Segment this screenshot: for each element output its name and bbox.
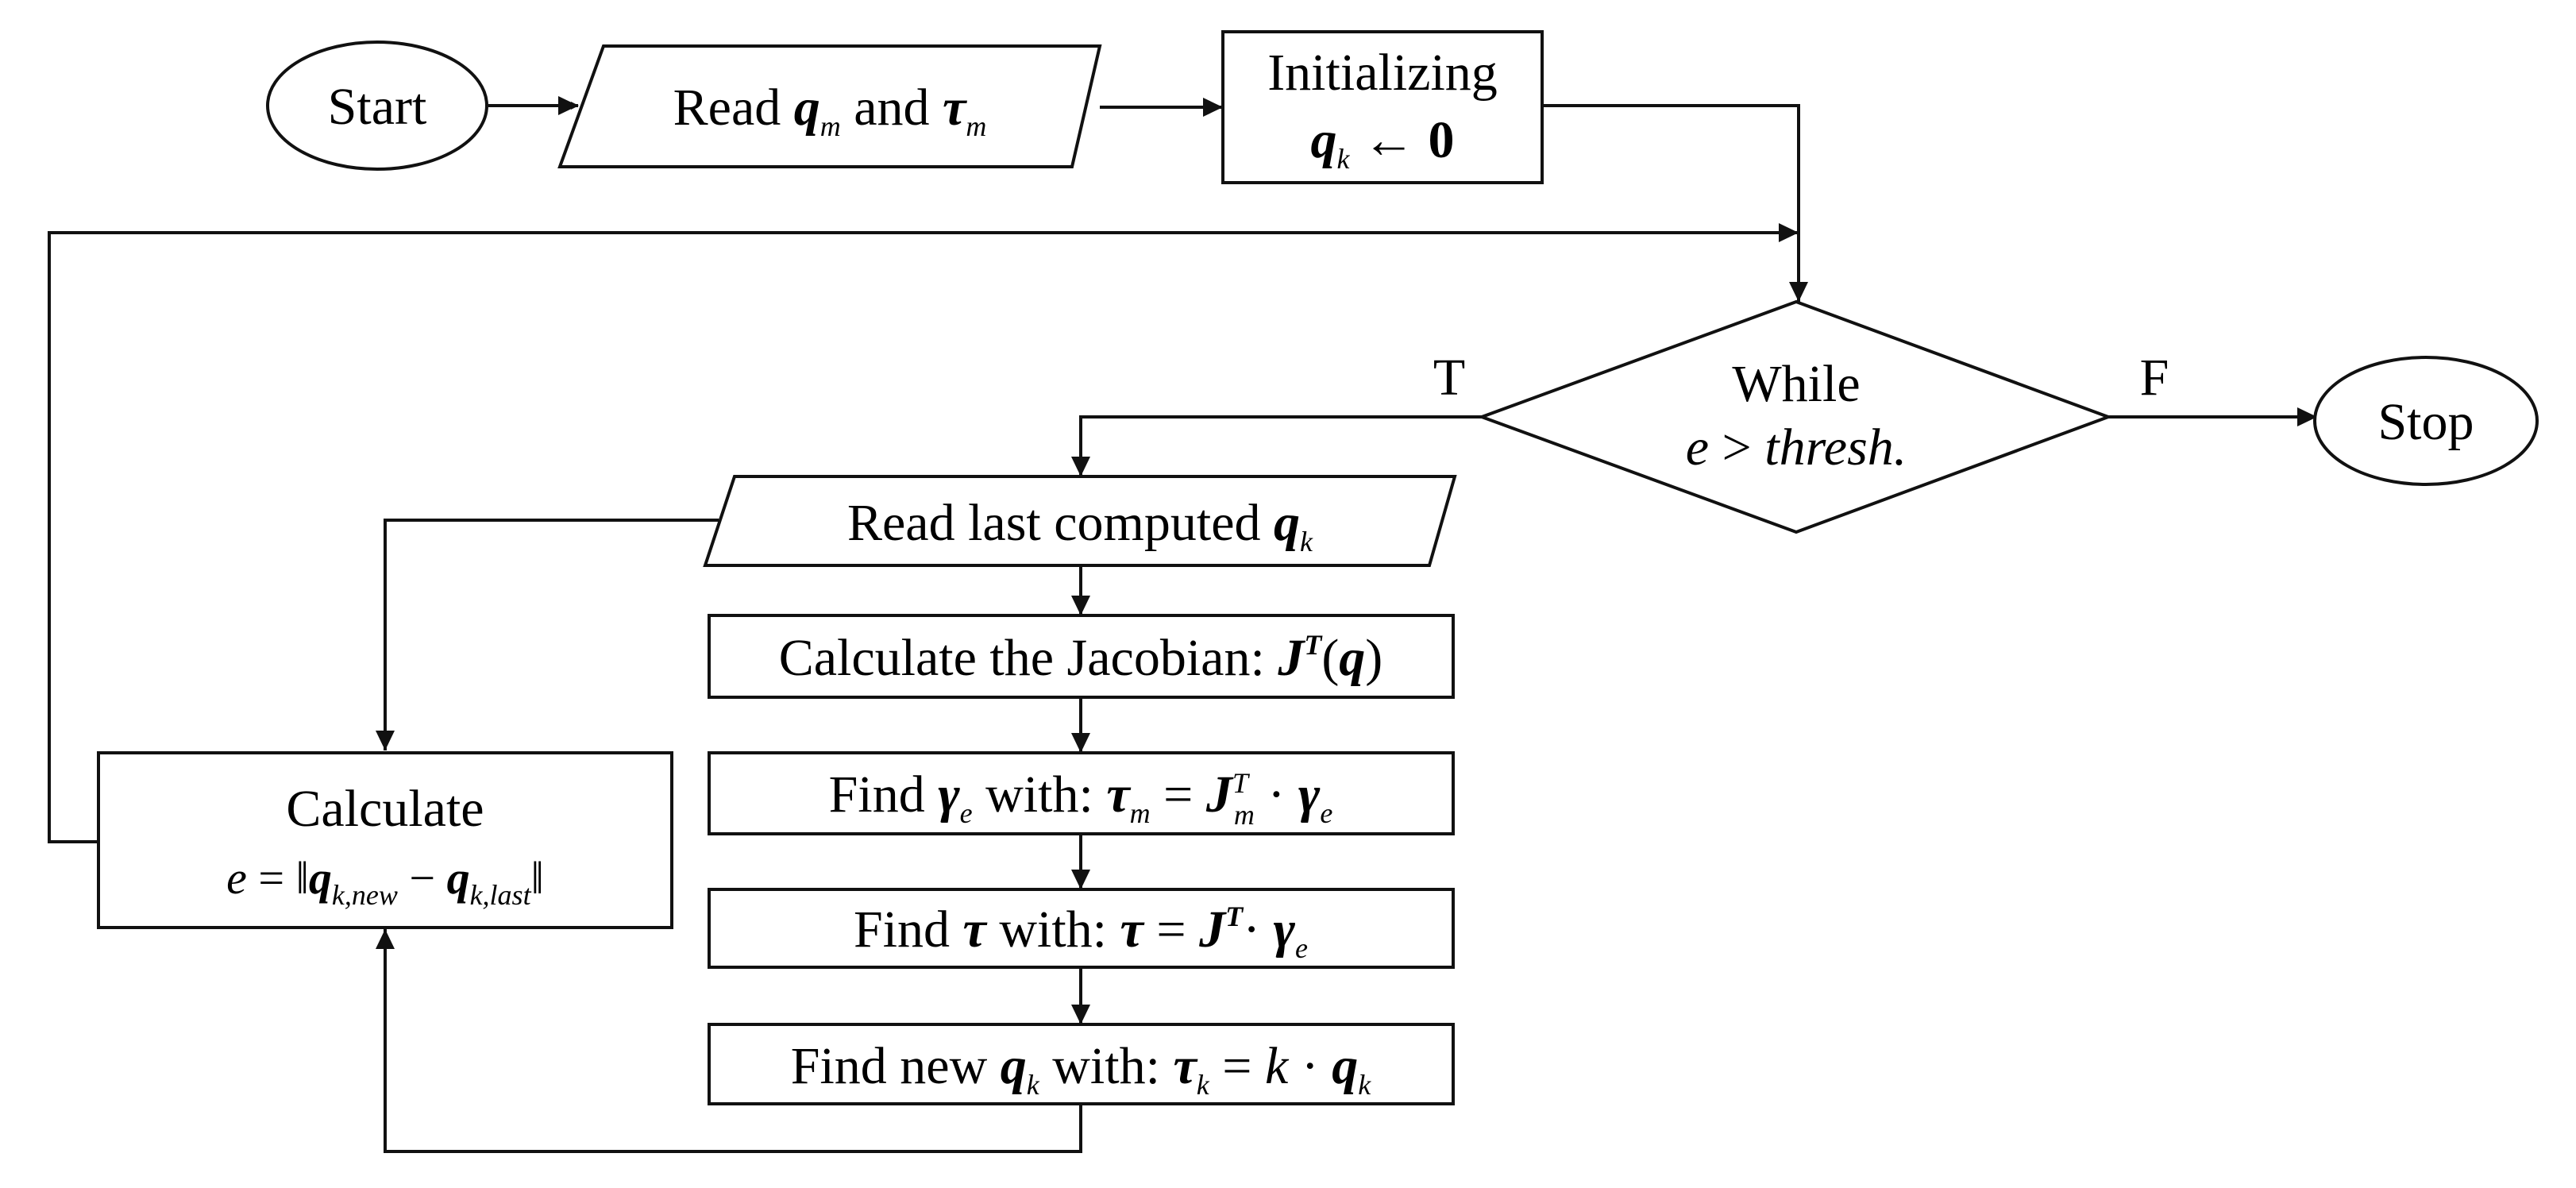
find-tau-node: Find τ with: τ = JT· γe: [708, 888, 1455, 969]
arrowhead-gamma: [1071, 733, 1090, 753]
true-branch-label: T: [1433, 349, 1465, 407]
stop-label: Stop: [2377, 393, 2474, 451]
read-last-label: Read last computed qk: [847, 494, 1313, 557]
initializing-expr: qk ← 0: [1311, 111, 1455, 175]
while-decision: While e > thresh. T F: [1433, 299, 2169, 534]
start-terminal: Start: [266, 40, 488, 171]
arrowhead-calc-top: [376, 731, 395, 750]
find-q-node: Find new qk with: τk = k · qk: [708, 1023, 1455, 1105]
initializing-node: Initializing qk ← 0: [1221, 30, 1544, 184]
arrowhead-init: [1203, 98, 1223, 117]
arrowhead-read: [558, 96, 578, 115]
arrow-q-to-calculate: [384, 929, 1082, 1153]
read-inputs-node: Read qm and τm: [557, 44, 1102, 168]
arrowhead-merge: [1779, 223, 1799, 242]
arrowheads: [376, 96, 2317, 1024]
read-inputs-label: Read qm and τm: [673, 79, 987, 142]
arrowhead-while: [1789, 282, 1808, 302]
arrow-readlast-to-calculate: [384, 519, 719, 750]
find-q-label: Find new qk with: τk = k · qk: [791, 1037, 1371, 1101]
while-condition: e > thresh.: [1686, 418, 1907, 476]
arrowhead-jacobian: [1071, 596, 1090, 615]
arrowhead-readlast: [1071, 457, 1090, 476]
arrow-init-to-while: [1542, 104, 1800, 302]
arrow-loop-back: [48, 231, 1799, 843]
arrow-while-true: [1079, 415, 1482, 476]
stop-terminal: Stop: [2313, 356, 2539, 486]
arrowhead-q: [1071, 1005, 1090, 1024]
jacobian-label: Calculate the Jacobian: JT(q): [779, 629, 1383, 687]
while-title: While: [1732, 355, 1860, 413]
arrowhead-tau: [1071, 870, 1090, 889]
false-branch-label: F: [2140, 349, 2169, 407]
jacobian-node: Calculate the Jacobian: JT(q): [708, 614, 1455, 699]
start-label: Start: [328, 78, 427, 136]
calculate-title: Calculate: [286, 780, 484, 838]
arrowhead-stop: [2297, 407, 2317, 426]
calculate-expr: e = ‖qk,new − qk,last‖: [226, 852, 544, 911]
connectors: [48, 102, 2317, 1153]
arrowhead-calc-bottom: [376, 929, 395, 949]
calculate-node: Calculate e = ‖qk,new − qk,last‖: [97, 751, 673, 929]
read-last-node: Read last computed qk: [703, 475, 1457, 567]
find-tau-label: Find τ with: τ = JT· γe: [854, 901, 1308, 964]
initializing-title: Initializing: [1267, 44, 1498, 102]
